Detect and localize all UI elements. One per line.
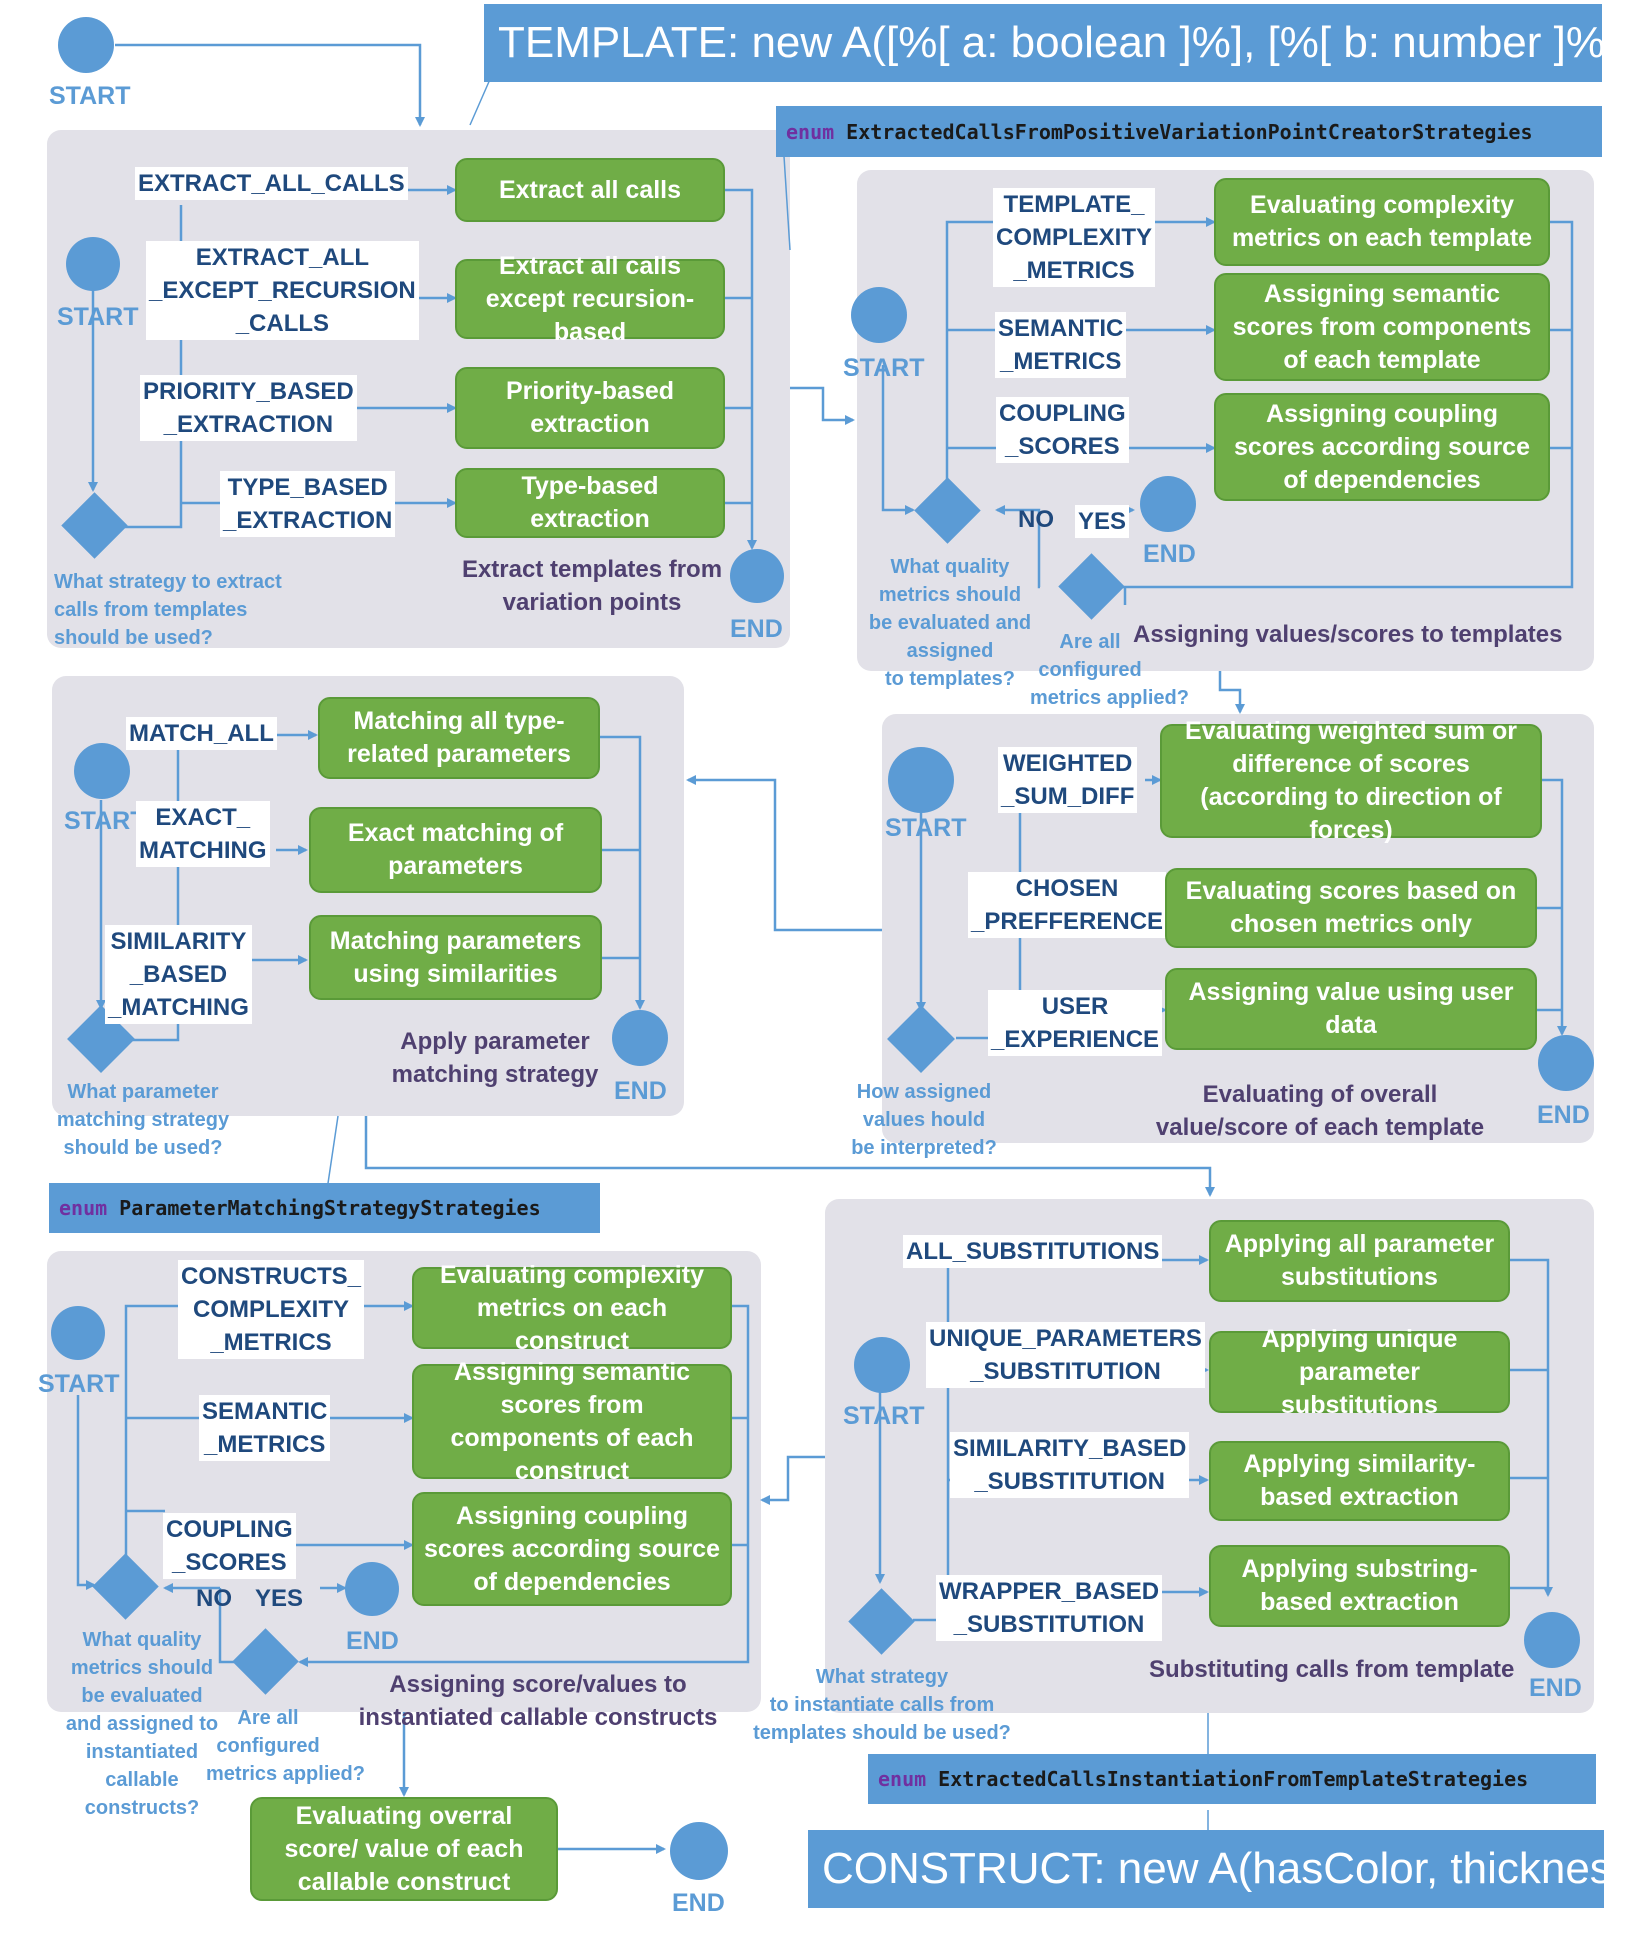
option-label: TEMPLATE_ COMPLEXITY _METRICS xyxy=(993,188,1156,287)
yes-label: YES xyxy=(255,1585,304,1612)
decision-question: What quality metrics should be evaluated… xyxy=(868,556,1032,690)
strategy-box: Exact matching of parameters xyxy=(309,807,602,893)
option-label: WEIGHTED _SUM_DIFF xyxy=(998,747,1138,813)
end-node xyxy=(1538,1035,1594,1091)
end-node xyxy=(730,549,784,603)
panel-title: Assigning values/scores to templates xyxy=(1133,621,1563,648)
enum-name: ExtractedCallsFromPositiveVariationPoint… xyxy=(846,119,1533,144)
option-label: SIMILARITY _BASED _MATCHING xyxy=(105,925,252,1024)
decision-question-all-applied: Are all configured metrics applied? xyxy=(1030,631,1189,709)
start-label: START xyxy=(38,1370,120,1398)
option-label: SEMANTIC _METRICS xyxy=(995,312,1127,378)
start-node xyxy=(66,237,120,291)
end-node xyxy=(1524,1612,1580,1668)
start-node xyxy=(74,743,130,799)
option-label: ALL_SUBSTITUTIONS xyxy=(903,1235,1163,1268)
enum-instantiation: enum ExtractedCallsInstantiationFromTempl… xyxy=(868,1754,1596,1804)
option-label: SEMANTIC _METRICS xyxy=(199,1395,331,1461)
strategy-box: Evaluating weighted sum or difference of… xyxy=(1160,717,1542,844)
panel-title: Assigning score/values to instantiated c… xyxy=(358,1671,718,1731)
option-label: EXACT_ MATCHING xyxy=(136,801,270,867)
template-banner: TEMPLATE: new A([%[ a: boolean ]%], [%[ … xyxy=(484,4,1632,82)
start-label: START xyxy=(64,807,146,835)
option-label: PRIORITY_BASED _EXTRACTION xyxy=(140,375,357,441)
no-label: NO xyxy=(1018,506,1054,533)
start-label: START xyxy=(843,354,925,382)
option-label: EXTRACT_ALL_CALLS xyxy=(135,167,408,200)
enum-keyword: enum xyxy=(786,119,835,144)
option-label: CONSTRUCTS_ COMPLEXITY _METRICS xyxy=(178,1260,365,1359)
start-node xyxy=(51,1306,105,1360)
strategy-box: Evaluating scores based on chosen metric… xyxy=(1165,868,1537,948)
strategy-box: Evaluating complexity metrics on each co… xyxy=(412,1261,732,1355)
final-evaluation-box: Evaluating overral score/ value of each … xyxy=(250,1797,558,1901)
strategy-box: Assigning value using user data xyxy=(1165,968,1537,1050)
option-label: WRAPPER_BASED _SUBSTITUTION xyxy=(936,1575,1163,1641)
start-label: START xyxy=(57,303,139,331)
enum-keyword: enum xyxy=(878,1767,927,1791)
decision-question: What strategy to extract calls from temp… xyxy=(54,571,282,649)
strategy-box: Extract all calls xyxy=(455,158,725,222)
end-label: END xyxy=(346,1627,399,1655)
strategy-box: Applying substring- based extraction xyxy=(1209,1545,1510,1627)
end-label: END xyxy=(614,1077,667,1105)
decision-question: How assigned values hould be interpreted… xyxy=(851,1081,997,1159)
option-label: COUPLING _SCORES xyxy=(996,397,1129,463)
start-label: START xyxy=(843,1402,925,1430)
end-label: END xyxy=(672,1889,725,1917)
panel-title: Apply parameter matching strategy xyxy=(391,1028,599,1088)
option-label: COUPLING _SCORES xyxy=(163,1513,296,1579)
no-label: NO xyxy=(196,1585,232,1612)
construct-banner: CONSTRUCT: new A(hasColor, thickness) xyxy=(808,1830,1639,1908)
option-label: TYPE_BASED _EXTRACTION xyxy=(220,471,396,537)
end-label: END xyxy=(1529,1674,1582,1702)
strategy-box: Extract all calls except recursion-based xyxy=(455,252,725,346)
option-label: CHOSEN _PREFFERENCE xyxy=(968,872,1167,938)
end-node-final xyxy=(670,1822,728,1880)
start-node xyxy=(854,1337,910,1393)
panel-title: Substituting calls from template xyxy=(1149,1656,1515,1683)
end-label: END xyxy=(1143,540,1196,568)
yes-label: YES xyxy=(1075,505,1130,538)
panel-title: Extract templates from variation points xyxy=(461,556,723,616)
strategy-box: Assigning semantic scores from component… xyxy=(412,1358,732,1485)
option-label: USER _EXPERIENCE xyxy=(988,990,1163,1056)
end-label: END xyxy=(730,615,783,643)
strategy-box: Applying similarity- based extraction xyxy=(1209,1441,1510,1521)
panel-title: Evaluating of overall value/score of eac… xyxy=(1155,1081,1485,1141)
strategy-box: Applying all parameter substitutions xyxy=(1209,1220,1510,1302)
option-label: SIMILARITY_BASED _SUBSTITUTION xyxy=(950,1432,1190,1498)
option-label: EXTRACT_ALL _EXCEPT_RECURSION _CALLS xyxy=(146,241,419,340)
enum-extracted-calls: enum ExtractedCallsFromPositiveVariationP… xyxy=(776,106,1602,157)
enum-name: ParameterMatchingStrategyStrategies xyxy=(119,1196,541,1220)
strategy-box: Applying unique parameter substitutions xyxy=(1209,1325,1510,1419)
decision-question: What strategy to instantiate calls from … xyxy=(753,1666,1011,1744)
option-label: MATCH_ALL xyxy=(126,717,277,750)
strategy-box: Matching parameters using similarities xyxy=(309,915,602,1000)
start-label: START xyxy=(49,82,131,110)
start-node xyxy=(888,747,954,813)
strategy-box: Evaluating complexity metrics on each te… xyxy=(1214,178,1550,266)
end-label: END xyxy=(1537,1101,1590,1129)
enum-name: ExtractedCallsInstantiationFromTemplateS… xyxy=(938,1767,1529,1791)
decision-question: What parameter matching strategy should … xyxy=(56,1081,230,1159)
enum-keyword: enum xyxy=(59,1196,108,1220)
decision-question: What quality metrics should be evaluated… xyxy=(65,1629,219,1819)
start-node-main xyxy=(58,17,114,73)
end-node xyxy=(1140,476,1196,532)
start-node xyxy=(851,287,907,343)
strategy-box: Matching all type- related parameters xyxy=(318,697,600,779)
strategy-box: Assigning coupling scores according sour… xyxy=(1214,393,1550,501)
strategy-box: Type-based extraction xyxy=(455,468,725,538)
end-node xyxy=(345,1562,399,1616)
strategy-box: Assigning coupling scores according sour… xyxy=(412,1492,732,1606)
strategy-box: Priority-based extraction xyxy=(455,367,725,449)
start-label: START xyxy=(885,814,967,842)
strategy-box: Assigning semantic scores from component… xyxy=(1214,273,1550,381)
option-label: UNIQUE_PARAMETERS _SUBSTITUTION xyxy=(926,1322,1205,1388)
end-node xyxy=(612,1010,668,1066)
decision-question-all-applied: Are all configured metrics applied? xyxy=(206,1707,365,1785)
enum-parameter-matching: enum ParameterMatchingStrategyStrategies xyxy=(49,1183,600,1233)
